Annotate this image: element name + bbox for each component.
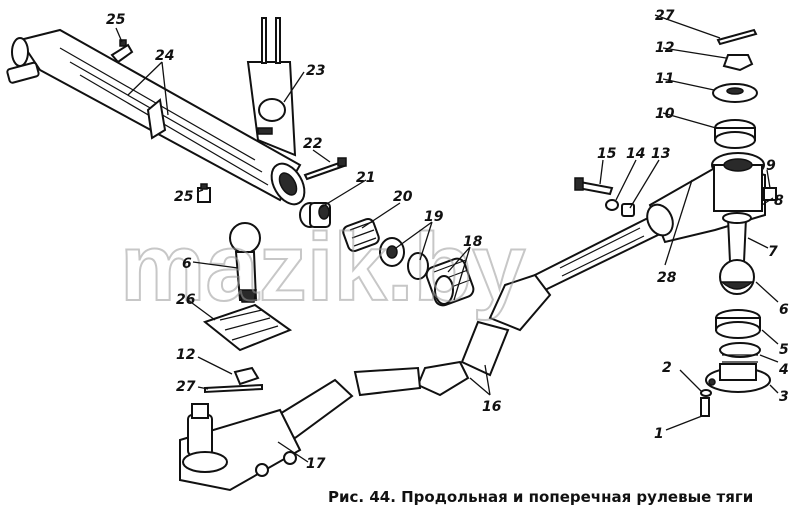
callout-25-bottom: 25	[174, 189, 194, 205]
callout-22: 22	[303, 136, 322, 152]
callout-16: 16	[482, 399, 502, 415]
callout-27-right: 27	[655, 8, 675, 24]
bolt-15	[574, 177, 614, 196]
ball-pin-7	[722, 212, 752, 263]
leader-lines	[115, 14, 779, 463]
callout-8: 8	[774, 193, 784, 209]
watermark-text: mazik.by	[120, 214, 526, 321]
tie-rod-end-28	[646, 152, 766, 244]
plug-21	[299, 202, 331, 228]
callout-6-left: 6	[182, 256, 192, 272]
callout-21: 21	[356, 170, 375, 186]
grease-fitting-25-bottom	[197, 183, 211, 203]
callout-12-left: 12	[176, 347, 195, 363]
callout-7: 7	[768, 244, 778, 260]
nut-12-right	[722, 54, 754, 72]
callout-17: 17	[306, 456, 326, 472]
spring-20	[342, 218, 380, 252]
callout-3: 3	[779, 389, 789, 405]
washer-11	[712, 83, 758, 103]
bracket-plate-23	[246, 17, 297, 157]
bushing-10	[714, 119, 756, 149]
callout-18: 18	[463, 234, 483, 250]
washer-2	[700, 389, 712, 397]
bolt-1	[700, 397, 710, 417]
callout-14: 14	[626, 146, 645, 162]
callout-19: 19	[424, 209, 444, 225]
callout-12-right: 12	[655, 40, 674, 56]
callout-20: 20	[393, 189, 413, 205]
callout-13: 13	[651, 146, 670, 162]
callout-23: 23	[306, 63, 325, 79]
ball-pin-6-left	[229, 222, 261, 303]
tie-rod-end-17	[179, 403, 302, 492]
figure-caption: Рис. 44. Продольная и поперечная рулевые…	[328, 488, 754, 506]
nut-13	[621, 203, 635, 217]
ball-pin-seats-19	[379, 237, 429, 280]
cotter-pin-27-right	[716, 28, 758, 46]
cotter-pin-22	[303, 157, 347, 181]
callout-5: 5	[779, 342, 789, 358]
threaded-plug-18	[425, 257, 475, 307]
cover-3	[705, 363, 771, 393]
callout-11: 11	[655, 71, 674, 87]
callout-26: 26	[176, 292, 196, 308]
callout-6-right: 6	[779, 302, 789, 318]
transverse-rod-16	[268, 216, 662, 440]
callout-4: 4	[778, 362, 789, 378]
callout-10: 10	[655, 106, 675, 122]
callout-9: 9	[766, 158, 776, 174]
boot-pad-26	[202, 303, 293, 352]
cotter-pin-27-left	[204, 383, 263, 394]
callout-27-left: 27	[176, 379, 196, 395]
spring-4	[719, 342, 761, 363]
callout-24: 24	[155, 48, 174, 64]
longitudinal-rod-24	[6, 28, 306, 206]
liner-5	[715, 309, 761, 339]
callout-2: 2	[662, 360, 672, 376]
nut-12-left	[233, 366, 260, 386]
ball-6-right	[719, 259, 755, 295]
callout-labels: 25 24 23 22 21 20 19 18 25 6 26 12 27 16…	[106, 8, 789, 472]
grease-fitting-25-top	[110, 39, 134, 64]
callout-15: 15	[597, 146, 617, 162]
callout-28: 28	[657, 270, 677, 286]
callout-1: 1	[654, 426, 664, 442]
washer-14	[605, 199, 619, 211]
callout-25-top: 25	[106, 12, 126, 28]
